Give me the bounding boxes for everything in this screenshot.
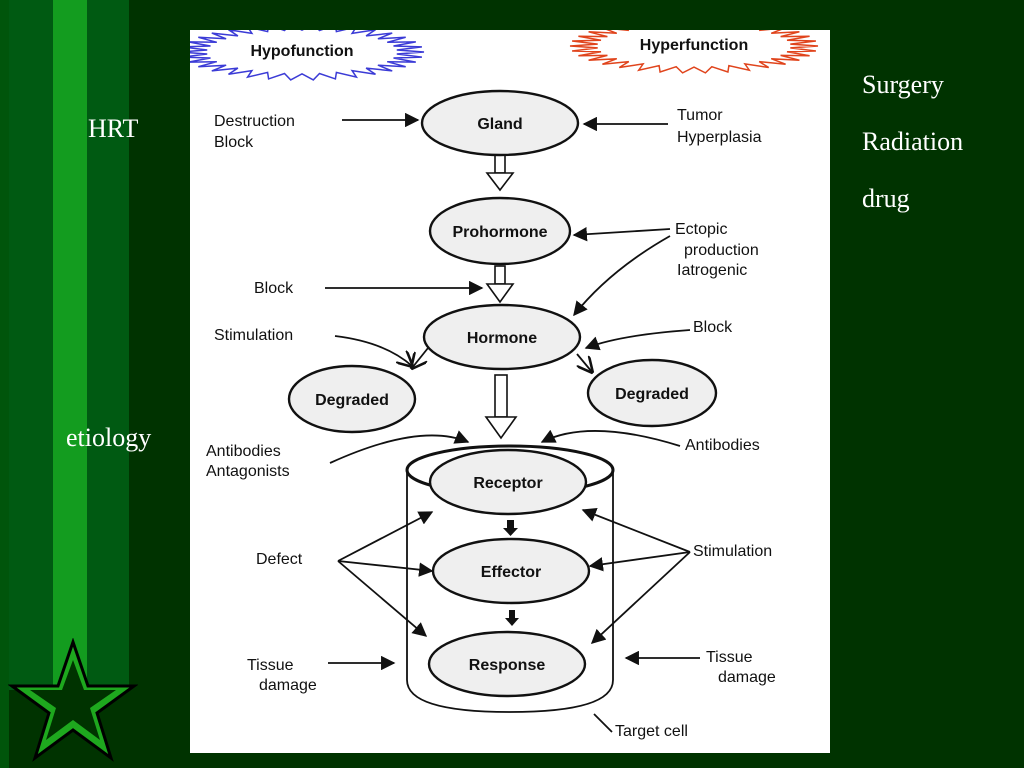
hyperfunction-badge: Hyperfunction	[569, 30, 819, 74]
prohormone-node	[428, 196, 572, 266]
connector-arrows	[325, 112, 700, 733]
label-tissue-left: Tissue	[247, 657, 294, 674]
etiology-label: etiology	[66, 423, 152, 452]
treatment-item-radiation: Radiation	[862, 127, 964, 156]
hormone-node	[422, 303, 582, 371]
label-stimulation-left: Stimulation	[214, 327, 293, 344]
label-damage-left: damage	[259, 677, 317, 694]
gland-node	[420, 89, 580, 157]
label-antibodies-right: Antibodies	[685, 437, 760, 454]
flow-arrow-hormone-receptor	[484, 374, 518, 440]
label-antibodies-left: Antibodies	[206, 443, 281, 460]
label-ectopic: Ectopic	[675, 221, 727, 238]
label-tumor: Tumor	[677, 107, 723, 124]
flow-arrow-effector-response	[505, 610, 519, 626]
degraded-right-node	[586, 358, 718, 428]
response-node	[427, 630, 587, 698]
treatment-item-surgery: Surgery	[862, 70, 944, 99]
decor-stripe-dark-left	[9, 0, 53, 690]
decor-stripe-edge	[0, 0, 9, 768]
prohormone-label: Prohormone	[452, 224, 547, 241]
label-destruction: Destruction	[214, 113, 295, 130]
flow-arrow-receptor-effector	[503, 520, 518, 536]
label-iatrogenic: Iatrogenic	[677, 262, 747, 279]
decor-stripe-light	[53, 0, 87, 690]
label-block-right: Block	[693, 319, 733, 336]
star-icon	[8, 638, 138, 762]
label-tissue-right: Tissue	[706, 649, 753, 666]
hrt-label: HRT	[88, 114, 139, 143]
decor-stripe-dark-right	[87, 0, 129, 690]
target-cell-shape	[406, 470, 614, 713]
response-label: Response	[469, 657, 546, 674]
hormone-label: Hormone	[467, 330, 537, 347]
label-stimulation-right: Stimulation	[693, 543, 772, 560]
label-defect: Defect	[256, 551, 303, 568]
degraded-left-label: Degraded	[315, 392, 389, 409]
hypofunction-badge: Hypofunction	[190, 30, 425, 81]
label-hyperplasia: Hyperplasia	[677, 129, 762, 146]
hyperfunction-title: Hyperfunction	[640, 37, 748, 54]
gland-label: Gland	[477, 116, 522, 133]
label-production: production	[684, 242, 759, 259]
receptor-label: Receptor	[473, 475, 542, 492]
flow-arrow-gland-prohormone	[485, 154, 515, 192]
degraded-right-label: Degraded	[615, 386, 689, 403]
endocrine-diagram: Hypofunction Hyperfunction	[190, 30, 830, 753]
hypofunction-title: Hypofunction	[250, 43, 353, 60]
degraded-left-node	[287, 364, 417, 434]
flow-arrow-prohormone-hormone	[485, 265, 515, 304]
effector-label: Effector	[481, 564, 541, 581]
label-antagonists: Antagonists	[206, 463, 290, 480]
label-block-left: Block	[254, 280, 294, 297]
label-damage-right: damage	[718, 669, 776, 686]
receptor-node	[428, 448, 588, 516]
label-target-cell: Target cell	[615, 723, 688, 740]
label-block-a: Block	[214, 134, 254, 151]
treatment-item-drug: drug	[862, 184, 910, 213]
treatment-list: Surgery Radiation drug	[862, 72, 963, 243]
